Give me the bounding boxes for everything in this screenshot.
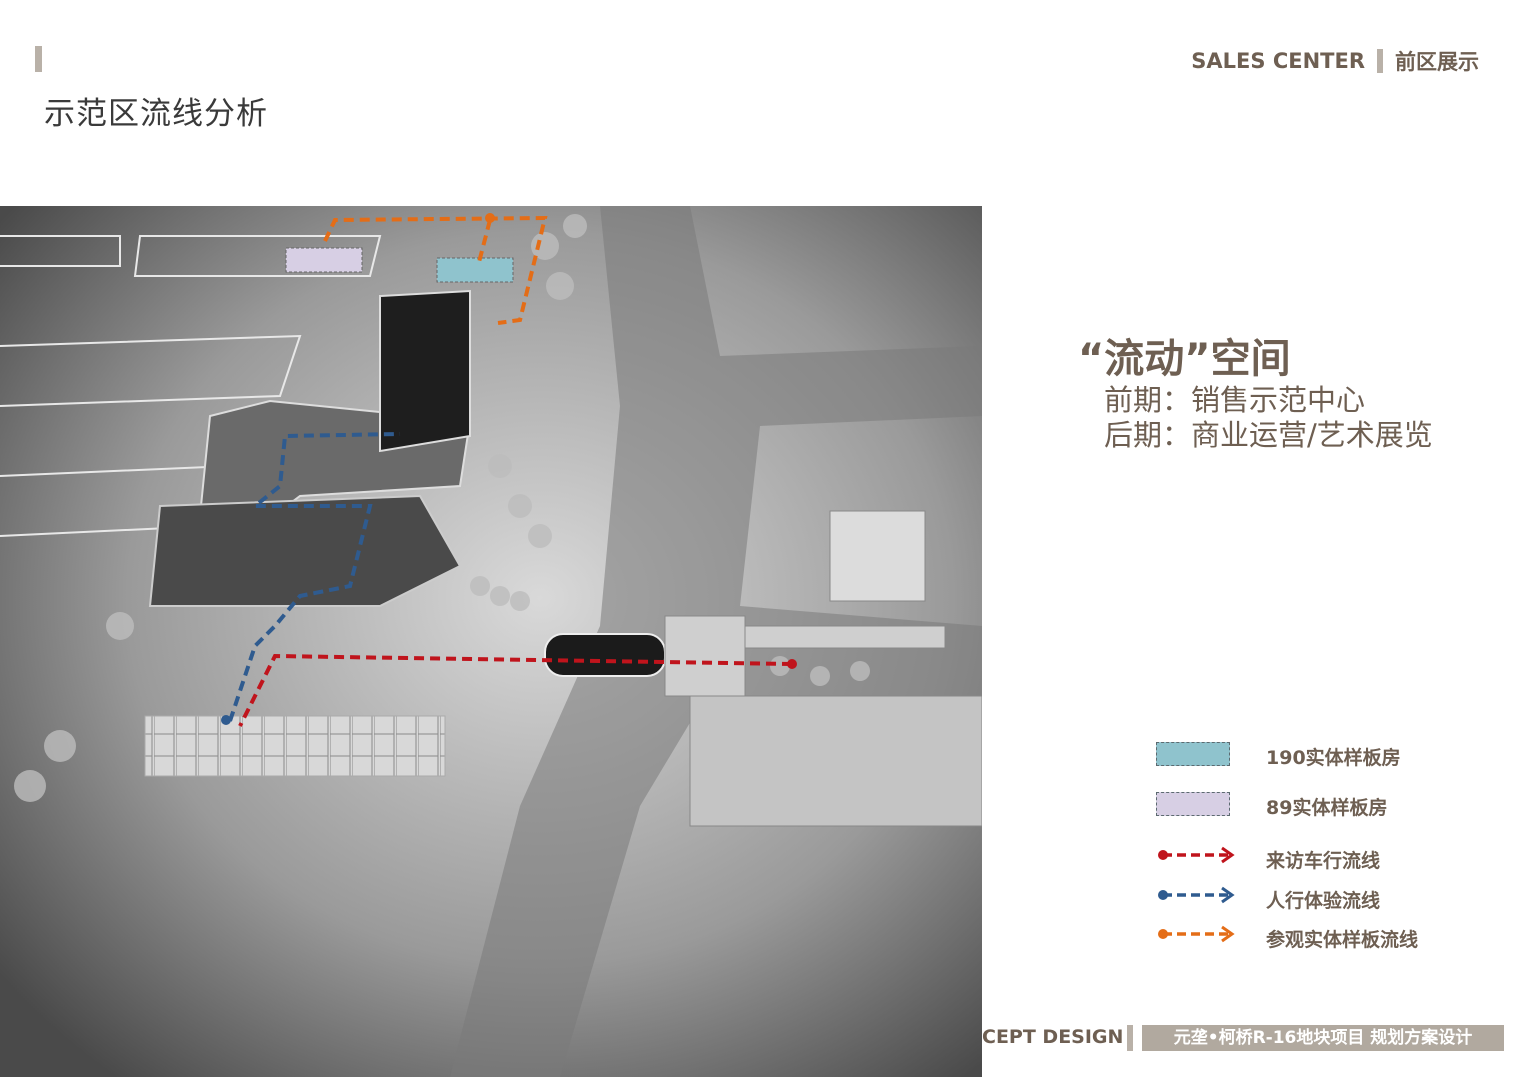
header-section-en: SALES CENTER bbox=[1191, 49, 1365, 73]
tree-rows bbox=[14, 214, 870, 802]
legend-item-pedestrian-route: 人行体验流线 bbox=[1156, 885, 1380, 912]
arcade-tunnel bbox=[544, 633, 666, 677]
parking-lot bbox=[144, 715, 446, 777]
model-house-190-marker bbox=[436, 257, 514, 283]
legend-label: 89实体样板房 bbox=[1266, 797, 1388, 819]
legend-item-89-model-house: 89实体样板房 bbox=[1156, 792, 1387, 819]
route-vehicle bbox=[238, 653, 793, 727]
legend-swatch-89 bbox=[1156, 792, 1230, 816]
legend-item-visit-route: 参观实体样板流线 bbox=[1156, 924, 1418, 951]
page-title: 示范区流线分析 bbox=[44, 96, 268, 132]
subtitle-early-phase: 前期：销售示范中心 bbox=[1104, 383, 1366, 417]
east-tower bbox=[689, 695, 982, 827]
exhibition-hall bbox=[379, 289, 471, 453]
route-vehicle-start bbox=[787, 659, 797, 669]
legend-line-blue bbox=[1158, 886, 1235, 904]
east-entrance bbox=[664, 615, 746, 697]
plaza bbox=[148, 494, 462, 607]
legend-line-orange bbox=[1158, 925, 1235, 943]
route-model-house-visit bbox=[323, 215, 548, 325]
legend-line-red bbox=[1158, 846, 1235, 864]
site-rendering bbox=[0, 206, 982, 1077]
legend-label: 参观实体样板流线 bbox=[1266, 929, 1419, 951]
residential-blocks bbox=[0, 235, 382, 537]
concept-heading: “流动”空间 bbox=[1078, 336, 1291, 382]
header-divider bbox=[1377, 49, 1383, 73]
legend-item-190-model-house: 190实体样板房 bbox=[1156, 742, 1401, 769]
header: SALES CENTER 前区展示 bbox=[1191, 46, 1479, 76]
route-pedestrian bbox=[228, 432, 401, 722]
model-house-89-marker bbox=[285, 247, 363, 273]
legend-swatch-190 bbox=[1156, 742, 1230, 766]
subtitle-later-phase: 后期：商业运营/艺术展览 bbox=[1104, 418, 1433, 452]
legend-item-vehicle-route: 来访车行流线 bbox=[1156, 845, 1380, 872]
legend-label: 190实体样板房 bbox=[1266, 747, 1401, 769]
legend-label: 来访车行流线 bbox=[1266, 850, 1381, 872]
east-strip bbox=[744, 625, 946, 649]
footer-design-label: CEPT DESIGN bbox=[982, 1026, 1124, 1048]
footer-project-title: 元垄•柯桥R-16地块项目 规划方案设计 bbox=[1142, 1025, 1504, 1051]
footer-divider bbox=[1127, 1025, 1133, 1051]
header-section-cn: 前区展示 bbox=[1395, 50, 1479, 74]
corner-accent-bar bbox=[35, 46, 42, 72]
legend-label: 人行体验流线 bbox=[1266, 890, 1381, 912]
east-block bbox=[829, 510, 926, 602]
route-pedestrian-start bbox=[221, 715, 231, 725]
route-model-house-start bbox=[485, 213, 495, 223]
